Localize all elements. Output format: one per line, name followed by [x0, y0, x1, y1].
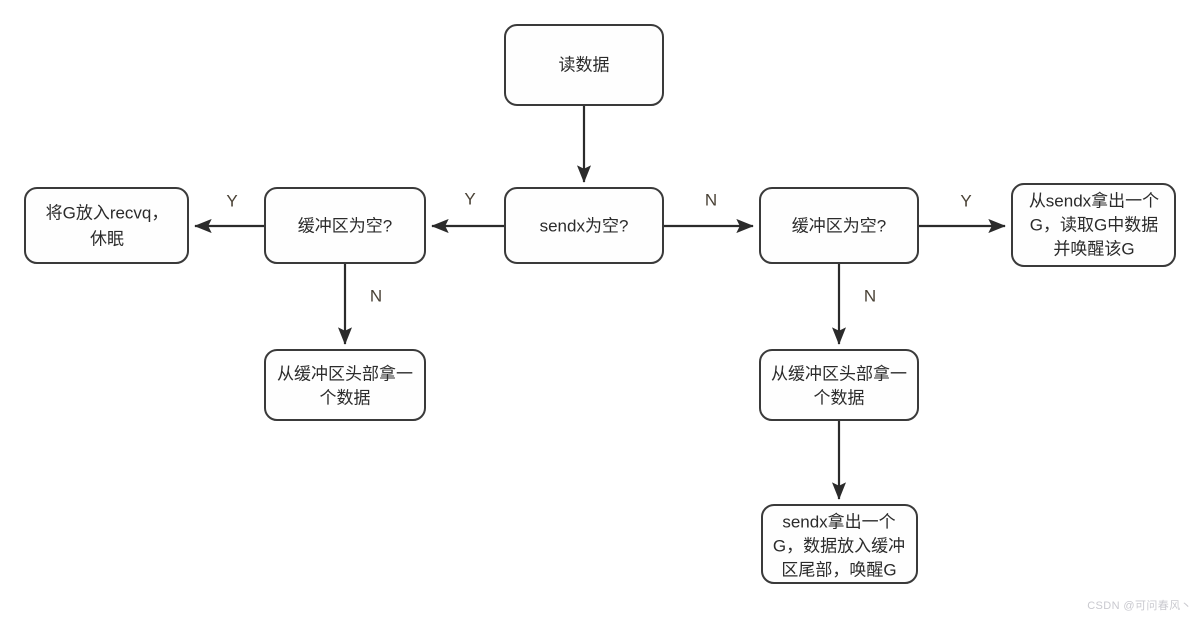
edge-label-sendx-yes: Y	[464, 189, 475, 208]
node-take-from-buffer-head-right-line2: 个数据	[814, 388, 865, 407]
node-read-data-shape	[504, 24, 664, 106]
node-take-from-buffer-head-left-line2: 个数据	[320, 388, 371, 407]
node-sendx-empty-shape	[504, 187, 664, 264]
node-take-g-from-sendx-read-line1: 从sendx拿出一个	[1029, 190, 1159, 210]
csdn-watermark: CSDN @可问春风丶	[1087, 600, 1192, 612]
node-buffer-empty-right[interactable]: 缓冲区为空?	[759, 187, 919, 264]
node-read-data-label: 读数据	[559, 55, 610, 74]
edge-buffer-left-no: N	[337, 263, 382, 345]
edge-buffer-left-yes: Y	[194, 191, 265, 234]
node-take-g-from-sendx-read-shape	[1011, 183, 1176, 267]
node-take-from-buffer-head-left-shape	[264, 349, 426, 421]
node-sendx-take-g-enqueue-line3: 区尾部，唤醒G	[781, 560, 896, 579]
edge-buffer-right-yes: Y	[918, 191, 1006, 234]
node-take-from-buffer-head-right-line1: 从缓冲区头部拿一	[771, 363, 907, 383]
node-take-g-from-sendx-read-line2: G，读取G中数据	[1030, 215, 1158, 234]
node-buffer-empty-right-shape	[759, 187, 919, 264]
edge-sendx-empty-no: N	[663, 190, 754, 234]
node-put-g-recvq-sleep-shape	[24, 187, 189, 264]
node-take-g-from-sendx-read[interactable]: 从sendx拿出一个 G，读取G中数据 并唤醒该G	[1011, 183, 1176, 267]
node-take-g-from-sendx-read-line3: 并唤醒该G	[1053, 239, 1134, 258]
node-sendx-take-g-enqueue-line2: G，数据放入缓冲	[773, 536, 905, 555]
node-take-from-buffer-head-right-shape	[759, 349, 919, 421]
edge-label-buffer-left-no: N	[370, 286, 382, 305]
edge-label-buffer-left-yes: Y	[226, 191, 237, 210]
edge-label-buffer-right-no: N	[864, 286, 876, 305]
node-put-g-recvq-sleep-line2: 休眠	[90, 229, 124, 248]
node-buffer-empty-left-shape	[264, 187, 426, 264]
node-put-g-recvq-sleep-line1: 将G放入recvq，	[46, 203, 169, 222]
node-buffer-empty-right-label: 缓冲区为空?	[792, 216, 886, 235]
edge-label-sendx-no: N	[705, 190, 717, 209]
node-sendx-take-g-enqueue-line1: sendx拿出一个	[782, 511, 895, 531]
edge-buffer-right-no: N	[831, 263, 876, 345]
node-sendx-take-g-enqueue[interactable]: sendx拿出一个 G，数据放入缓冲 区尾部，唤醒G	[761, 504, 918, 584]
node-sendx-take-g-enqueue-shape	[761, 504, 918, 584]
node-sendx-empty-label: sendx为空?	[540, 216, 629, 235]
node-read-data[interactable]: 读数据	[504, 24, 664, 106]
node-take-from-buffer-head-left-line1: 从缓冲区头部拿一	[277, 363, 413, 383]
node-take-from-buffer-head-left[interactable]: 从缓冲区头部拿一 个数据	[264, 349, 426, 421]
node-buffer-empty-left-label: 缓冲区为空?	[298, 216, 392, 235]
edge-sendx-empty-yes: Y	[431, 189, 505, 234]
node-sendx-empty[interactable]: sendx为空?	[504, 187, 664, 264]
edge-label-buffer-right-yes: Y	[960, 191, 971, 210]
node-take-from-buffer-head-right[interactable]: 从缓冲区头部拿一 个数据	[759, 349, 919, 421]
node-put-g-recvq-sleep[interactable]: 将G放入recvq， 休眠	[24, 187, 189, 264]
node-buffer-empty-left[interactable]: 缓冲区为空?	[264, 187, 426, 264]
